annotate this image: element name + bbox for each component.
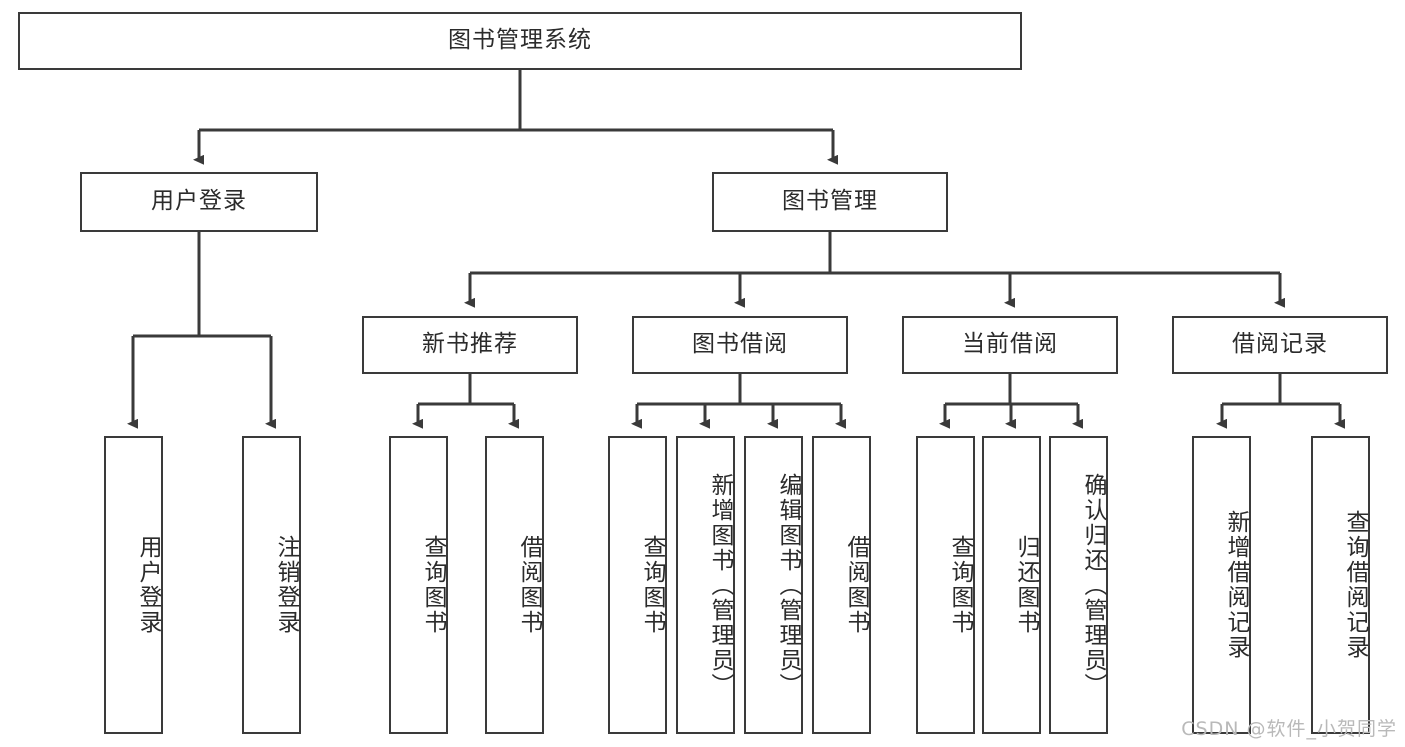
node-root-label: 图书管理系统 [448, 27, 592, 54]
leaf-query-book-1-label: 查询图书 [420, 535, 446, 635]
node-current-borrow-label: 当前借阅 [962, 331, 1058, 358]
node-borrow-record[interactable]: 借阅记录 [1172, 316, 1388, 374]
node-current-borrow[interactable]: 当前借阅 [902, 316, 1118, 374]
leaf-borrow-book-2[interactable]: 借阅图书 [812, 436, 871, 734]
leaf-return-book[interactable]: 归还图书 [982, 436, 1041, 734]
node-new-book-rec[interactable]: 新书推荐 [362, 316, 578, 374]
node-book-manage-label: 图书管理 [782, 188, 878, 215]
leaf-query-book-1[interactable]: 查询图书 [389, 436, 448, 734]
leaf-query-record[interactable]: 查询借阅记录 [1311, 436, 1370, 734]
leaf-query-book-2[interactable]: 查询图书 [608, 436, 667, 734]
leaf-borrow-book-1[interactable]: 借阅图书 [485, 436, 544, 734]
leaf-query-record-label: 查询借阅记录 [1342, 510, 1368, 660]
node-book-manage[interactable]: 图书管理 [712, 172, 948, 232]
leaf-user-login-label: 用户登录 [135, 535, 161, 635]
leaf-query-book-3-label: 查询图书 [947, 535, 973, 635]
leaf-return-book-label: 归还图书 [1013, 535, 1039, 635]
leaf-logout-login[interactable]: 注销登录 [242, 436, 301, 734]
leaf-borrow-book-2-label: 借阅图书 [843, 535, 869, 635]
leaf-edit-book[interactable]: 编辑图书（管理员） [744, 436, 803, 734]
node-new-book-rec-label: 新书推荐 [422, 331, 518, 358]
leaf-user-login[interactable]: 用户登录 [104, 436, 163, 734]
leaf-borrow-book-1-label: 借阅图书 [516, 535, 542, 635]
leaf-confirm-return[interactable]: 确认归还（管理员） [1049, 436, 1108, 734]
node-user-login[interactable]: 用户登录 [80, 172, 318, 232]
node-book-borrow[interactable]: 图书借阅 [632, 316, 848, 374]
leaf-add-record[interactable]: 新增借阅记录 [1192, 436, 1251, 734]
leaf-query-book-2-label: 查询图书 [639, 535, 665, 635]
node-book-borrow-label: 图书借阅 [692, 331, 788, 358]
node-root[interactable]: 图书管理系统 [18, 12, 1022, 70]
leaf-confirm-return-label: 确认归还（管理员） [1080, 472, 1106, 698]
node-borrow-record-label: 借阅记录 [1232, 331, 1328, 358]
node-user-login-label: 用户登录 [151, 188, 247, 215]
leaf-add-book-label: 新增图书（管理员） [707, 472, 733, 698]
leaf-logout-login-label: 注销登录 [273, 535, 299, 635]
leaf-add-record-label: 新增借阅记录 [1223, 510, 1249, 660]
leaf-add-book[interactable]: 新增图书（管理员） [676, 436, 735, 734]
leaf-edit-book-label: 编辑图书（管理员） [775, 472, 801, 698]
csdn-watermark: CSDN @软件_小贺同学 [1181, 718, 1397, 740]
leaf-query-book-3[interactable]: 查询图书 [916, 436, 975, 734]
